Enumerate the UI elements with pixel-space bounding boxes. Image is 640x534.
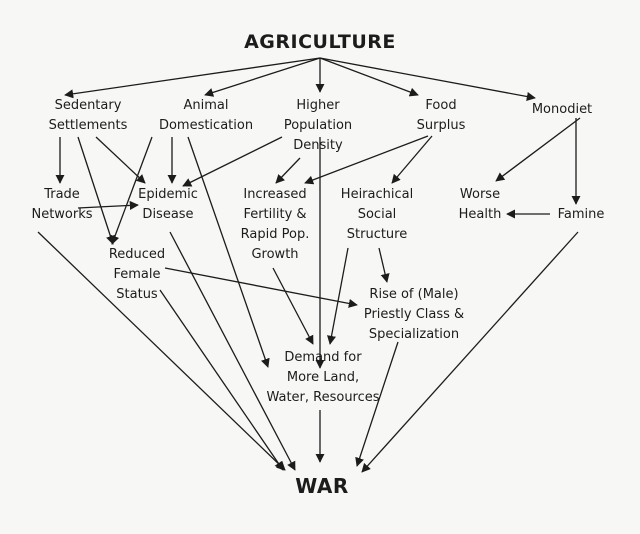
node-line: Epidemic bbox=[138, 187, 198, 202]
arrow bbox=[272, 267, 314, 345]
node-line: Growth bbox=[251, 247, 299, 262]
node-line: Higher bbox=[296, 98, 340, 113]
node-line: Rapid Pop. bbox=[240, 227, 310, 242]
node-line: Population bbox=[283, 118, 353, 133]
node-line: Networks bbox=[31, 207, 93, 222]
node-line: WAR bbox=[295, 474, 349, 498]
node-line: Reduced bbox=[108, 247, 166, 262]
arrow bbox=[304, 135, 429, 185]
node-line: Structure bbox=[346, 227, 408, 242]
arrow bbox=[164, 267, 358, 308]
arrow bbox=[64, 57, 321, 99]
node-line: Domestication bbox=[158, 118, 254, 133]
node-line: Disease bbox=[142, 207, 194, 222]
node-line: Rise of (Male) bbox=[369, 287, 459, 302]
node-line: Worse bbox=[459, 187, 501, 202]
node-line: Density bbox=[293, 138, 343, 153]
node-line: Specialization bbox=[368, 327, 460, 342]
node-line: Surplus bbox=[416, 118, 466, 133]
node-war: WAR bbox=[295, 474, 349, 498]
arrow bbox=[495, 117, 581, 182]
arrow bbox=[319, 57, 536, 101]
arrow bbox=[95, 136, 146, 184]
node-famine: Famine bbox=[558, 205, 605, 225]
arrow bbox=[187, 136, 270, 368]
node-line: Trade bbox=[44, 187, 80, 202]
arrow bbox=[159, 289, 284, 471]
node-line: Priestly Class & bbox=[363, 307, 465, 322]
node-line: Food bbox=[425, 98, 457, 113]
node-line: Settlements bbox=[48, 118, 128, 133]
arrow bbox=[77, 136, 115, 245]
arrow bbox=[327, 247, 349, 345]
arrow bbox=[275, 157, 301, 184]
node-line: More Land, bbox=[286, 370, 360, 385]
node-line: Demand for bbox=[284, 350, 362, 365]
arrow bbox=[169, 231, 296, 471]
arrow bbox=[355, 341, 399, 467]
node-line: Fertility & bbox=[243, 207, 307, 222]
arrow bbox=[182, 136, 283, 187]
node-line: Social bbox=[357, 207, 397, 222]
arrow bbox=[391, 135, 433, 184]
node-line: AGRICULTURE bbox=[244, 31, 396, 53]
arrow bbox=[37, 231, 286, 471]
node-monodiet: Monodiet bbox=[532, 100, 592, 120]
arrow bbox=[110, 136, 153, 245]
node-line: Sedentary bbox=[54, 98, 122, 113]
node-line: Water, Resources bbox=[266, 390, 380, 405]
node-line: Animal bbox=[183, 98, 229, 113]
arrow bbox=[378, 247, 390, 283]
node-line: Monodiet bbox=[531, 102, 593, 117]
node-line: Famine bbox=[557, 207, 605, 222]
node-line: Status bbox=[116, 287, 158, 302]
node-priestly-class: Rise of (Male) Priestly Class & Specializa… bbox=[364, 285, 464, 345]
arrow bbox=[77, 200, 139, 210]
node-agriculture: AGRICULTURE bbox=[244, 30, 396, 54]
arrow bbox=[361, 231, 579, 473]
arrow bbox=[319, 57, 419, 97]
node-line: Female bbox=[113, 267, 161, 282]
node-line: Increased bbox=[243, 187, 307, 202]
node-line: Heirachical bbox=[340, 187, 414, 202]
arrow bbox=[204, 57, 321, 97]
node-line: Health bbox=[458, 207, 502, 222]
